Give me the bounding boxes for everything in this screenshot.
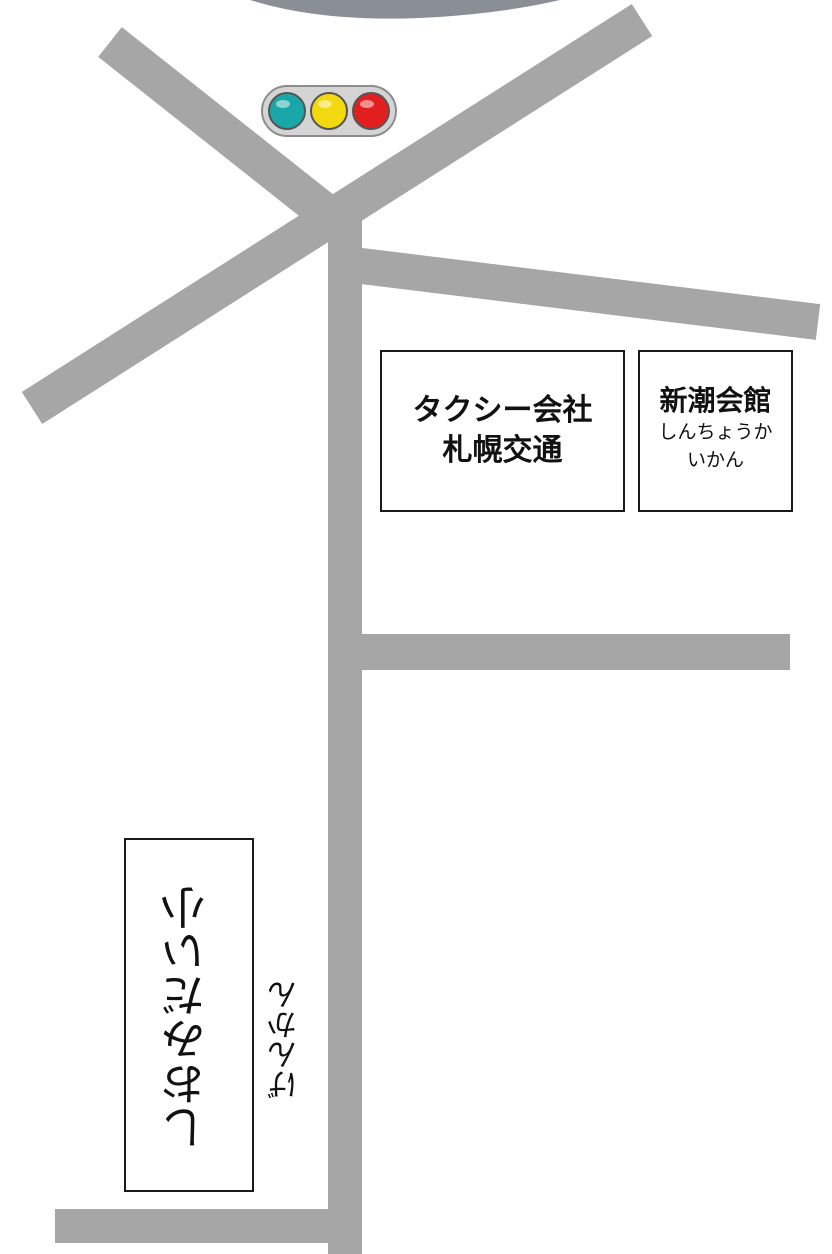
traffic-lamp-shine (318, 100, 332, 108)
hall-reading-line2: いかん (686, 449, 744, 471)
top-edge-decoration (250, 0, 560, 19)
traffic-light-icon (261, 85, 397, 137)
hall-name: 新潮会館 (659, 384, 772, 417)
school-entrance-label: げんかん (268, 980, 303, 1100)
road-branch-upper-east (342, 246, 821, 340)
hall-reading-line1: しんちょうか (658, 421, 773, 443)
landmark-taxi-company: タクシー会社 札幌交通 (380, 350, 625, 512)
school-name: しおみだい小 (162, 886, 213, 1150)
traffic-lamp-shine (276, 100, 290, 108)
traffic-lamp-green (268, 92, 306, 130)
roads (21, 3, 821, 1254)
road-diagonal-nw (98, 27, 357, 243)
traffic-lamp-yellow (310, 92, 348, 130)
traffic-lamp-red (352, 92, 390, 130)
taxi-company-name: 札幌交通 (442, 433, 563, 468)
landmark-school (124, 838, 254, 1192)
traffic-lamp-shine (360, 100, 374, 108)
taxi-company-label: タクシー会社 (412, 393, 593, 428)
landmark-hall: 新潮会館 しんちょうか いかん (638, 350, 793, 512)
